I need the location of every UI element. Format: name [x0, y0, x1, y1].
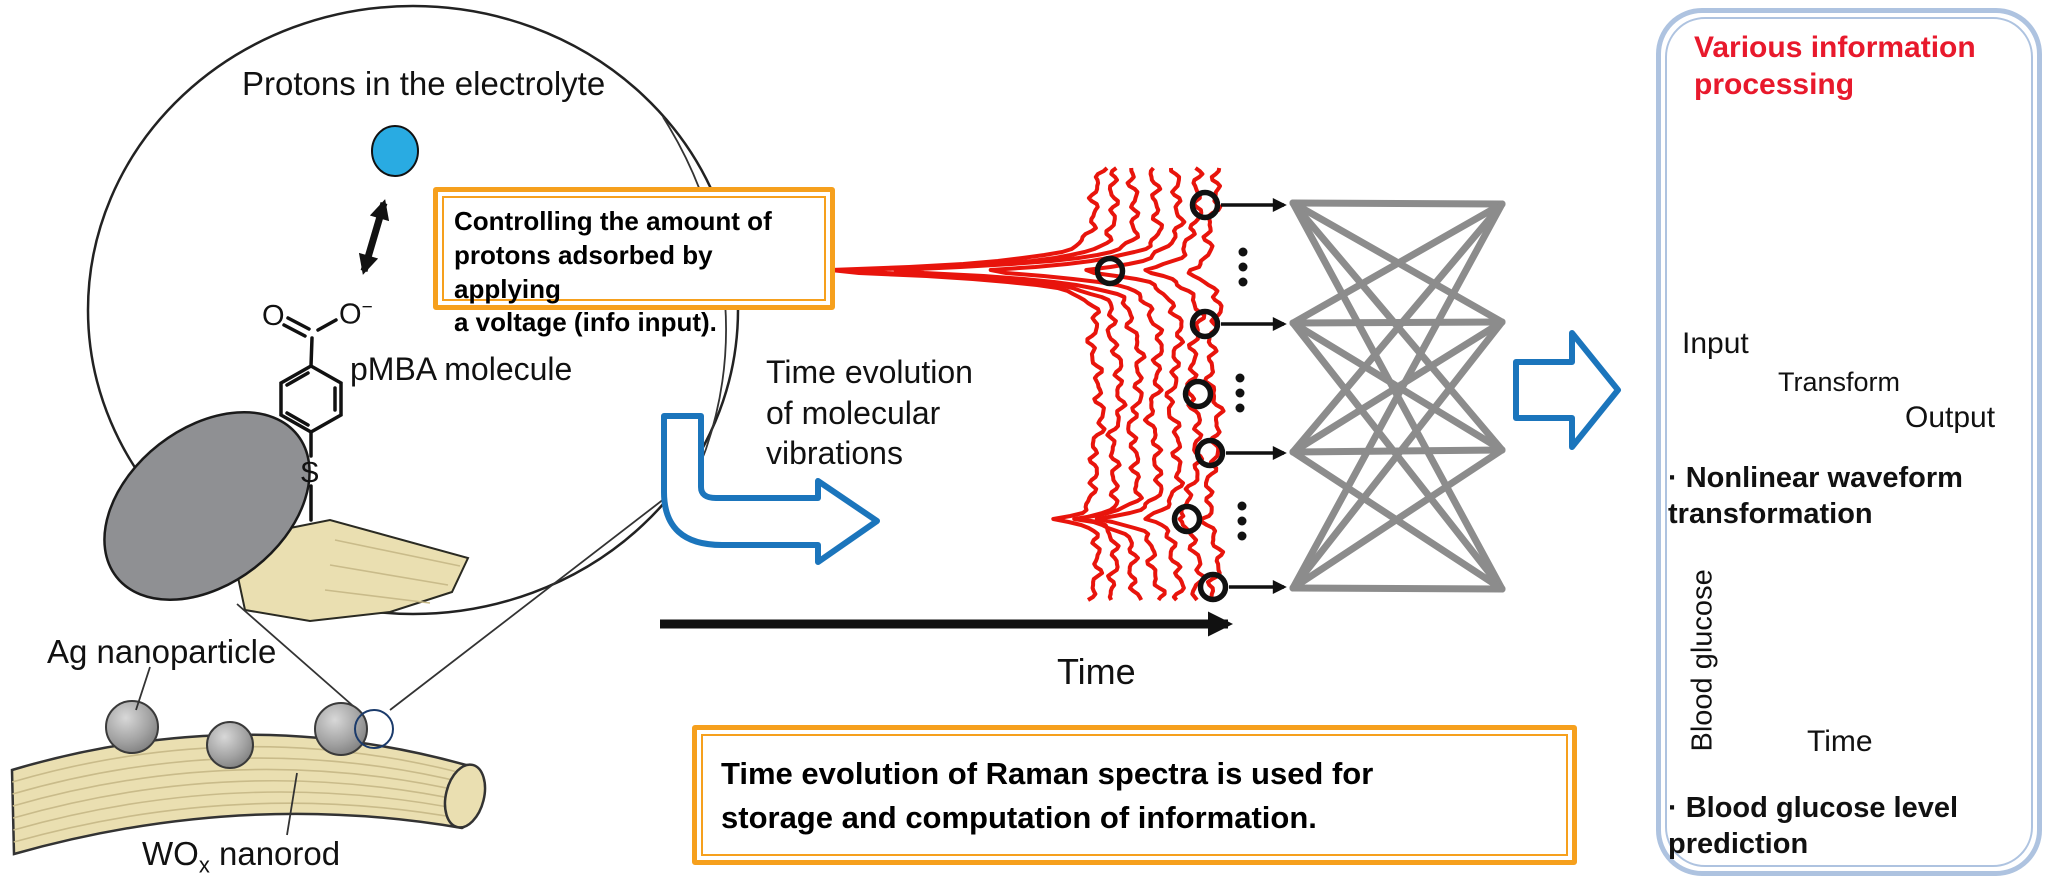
spectra-node-3 [1182, 378, 1214, 410]
rod-striation-6 [13, 802, 464, 843]
ellipsis-dot-1-1 [1235, 388, 1245, 398]
spectra-node-5 [1171, 503, 1203, 535]
network-edge-2-1 [1289, 318, 1506, 456]
nanorod-surface-magnified [228, 518, 470, 623]
protons-label: Protons in the electrolyte [242, 65, 606, 102]
ellipsis-dot-2-1 [1237, 516, 1247, 526]
ag-nanoparticle-label: Ag nanoparticle [47, 633, 277, 670]
time-evolution-label: Time evolution of molecular vibrations [766, 354, 973, 472]
spectra-node-4 [1194, 437, 1226, 469]
wox-nanorod [10, 666, 487, 856]
control-info-text: Controlling the amount of protons adsorb… [454, 206, 772, 338]
network-edge-3-3 [1289, 584, 1506, 593]
proton-icon [371, 125, 419, 177]
rod-striation-3 [12, 768, 465, 807]
raman-trace-2 [893, 167, 1147, 601]
zoom-source-circle [354, 709, 394, 749]
transform-label: Transform [1778, 367, 1901, 397]
control-info-box: Controlling the amount of protons adsorb… [433, 187, 835, 337]
elbow-arrow-icon [661, 413, 880, 565]
spectra-node-0 [1189, 189, 1221, 221]
ellipsis-dot-0-0 [1238, 247, 1248, 257]
spectra-node-1 [1094, 255, 1126, 287]
raman-summary-box: Time evolution of Raman spectra is used … [692, 725, 1577, 865]
ellipsis-dot-2-0 [1237, 501, 1247, 511]
output-label: Output [1905, 401, 1996, 434]
ellipsis-dot-0-1 [1238, 262, 1248, 272]
panel-title: Various information processing [1694, 31, 1976, 101]
information-processing-panel [1656, 8, 2042, 876]
pmba-label: pMBA molecule [350, 351, 573, 387]
glucose-ylabel: Blood glucose [1686, 569, 1719, 752]
ellipsis-dot-1-0 [1235, 373, 1245, 383]
rod-striation-4 [12, 779, 465, 819]
block-arrow-icon [1513, 330, 1621, 450]
magnifier-circle [86, 4, 740, 623]
raman-summary-text: Time evolution of Raman spectra is used … [721, 756, 1374, 836]
wox-label-leader [286, 772, 298, 836]
spectra-node-2 [1189, 308, 1221, 340]
prediction-label: · Blood glucose level prediction [1668, 792, 1959, 861]
ag-nanoparticle-3 [314, 702, 368, 756]
atom-s-label: S [300, 457, 320, 489]
network-edge-3-0 [1289, 200, 1506, 592]
ag-nanoparticle-magnified [103, 410, 311, 602]
ellipsis-dot-0-2 [1238, 277, 1248, 287]
spectra-sample-nodes [1094, 189, 1287, 603]
glucose-xlabel: Time [1807, 725, 1873, 758]
ag-label-leader [135, 666, 151, 711]
spectra-node-6 [1197, 571, 1229, 603]
time-label: Time [1057, 651, 1136, 692]
raman-trace-3 [988, 166, 1167, 602]
network-edge-0-0 [1289, 199, 1506, 208]
pmba-molecule-structure [279, 316, 343, 522]
nonlinear-label: · Nonlinear waveform transformation [1668, 462, 1963, 531]
ellipsis-dot-2-2 [1237, 531, 1247, 541]
raman-trace-4 [1084, 167, 1187, 602]
reservoir-network [1289, 199, 1506, 593]
input-label: Input [1682, 327, 1749, 360]
network-edge-3-1 [1289, 318, 1506, 592]
network-edge-1-0 [1289, 200, 1506, 327]
network-edge-2-0 [1289, 200, 1506, 456]
ellipsis-dot-1-2 [1235, 403, 1245, 413]
ag-nanoparticle-1 [105, 700, 159, 754]
network-edge-1-1 [1289, 318, 1506, 327]
atom-o-minus-label: O− [339, 297, 373, 331]
network-edge-3-2 [1289, 446, 1506, 592]
proton-exchange-arrow [358, 199, 390, 275]
ag-nanoparticle-2 [206, 721, 254, 769]
panel-inner-border [1665, 17, 2033, 867]
wox-nanorod-label: WOx nanorod [142, 835, 341, 878]
raman-trace-0 [828, 166, 1109, 602]
atom-o-label: O [262, 300, 285, 332]
rod-striation-5 [13, 791, 465, 831]
